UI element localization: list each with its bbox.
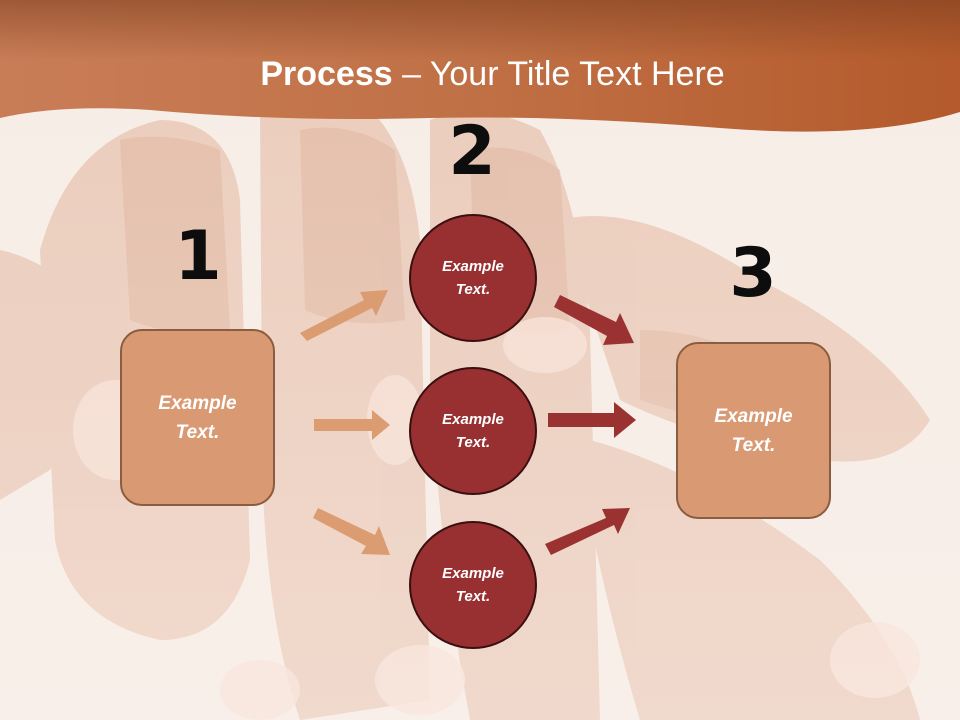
title-bold: Process [260, 55, 393, 93]
step-number-3: 3 [729, 234, 777, 313]
arrow-box1-to-circle-middle [314, 410, 390, 440]
slide-title: Process – Your Title Text Here [0, 52, 960, 96]
arrow-circle-middle-to-box3 [548, 402, 636, 438]
arrow-circle-bottom-to-box3 [545, 508, 630, 555]
arrow-box1-to-circle-top [300, 290, 388, 341]
arrow-circle-top-to-box3 [554, 295, 634, 345]
title-rest: – Your Title Text Here [392, 55, 725, 93]
step-number-1: 1 [174, 217, 222, 296]
step-number-2: 2 [448, 112, 496, 191]
arrow-box1-to-circle-bottom [313, 508, 390, 555]
